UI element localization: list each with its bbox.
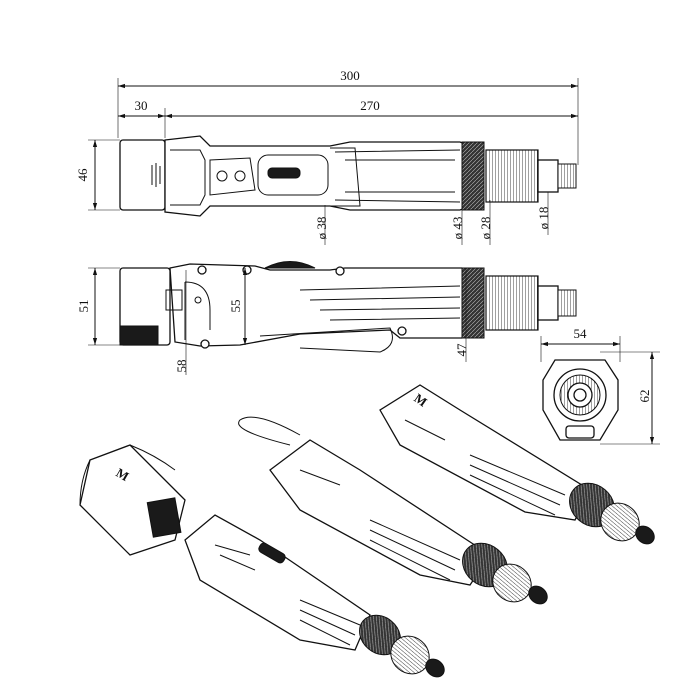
- dimension-side-height: 51: [76, 267, 120, 346]
- dimension-label-300: 300: [340, 68, 360, 83]
- perspective-battery-pack: M: [79, 444, 186, 556]
- dimension-label-dia-38: ø 38: [314, 217, 329, 240]
- dimension-label-58: 58: [174, 360, 189, 373]
- dimension-end-width: 54: [540, 326, 621, 362]
- perspective-tool-rear: M: [379, 384, 655, 545]
- dimension-label-51: 51: [76, 300, 91, 313]
- dimension-side-inner: 55 47 58: [174, 268, 469, 375]
- dimension-label-47: 47: [454, 343, 469, 357]
- top-view: 300 30 270 46: [75, 68, 579, 245]
- dimension-top-height: 46: [75, 139, 120, 211]
- tool-end-outline: [542, 359, 619, 441]
- dimension-end-height: 62: [600, 351, 660, 445]
- dimension-label-62: 62: [637, 390, 652, 403]
- dimension-label-30: 30: [135, 98, 148, 113]
- tool-side-outline: [119, 261, 577, 353]
- perspective-tool-front: [184, 514, 445, 678]
- side-view: 51 55 47 58: [76, 261, 577, 375]
- dimension-label-55: 55: [228, 300, 243, 313]
- dimension-label-dia-28: ø 28: [478, 217, 493, 240]
- dimension-label-dia-18: ø 18: [536, 207, 551, 230]
- tool-top-outline: [119, 135, 577, 217]
- dimension-label-dia-43: ø 43: [450, 217, 465, 240]
- dimension-diameters: ø 38 ø 43 ø 28 ø 18: [314, 192, 551, 245]
- end-view: 54 62: [540, 326, 660, 445]
- dimension-label-46: 46: [75, 168, 90, 182]
- dimension-label-270: 270: [360, 98, 380, 113]
- dimension-rear-front: 30 270: [118, 98, 578, 138]
- perspective-tool-cable: [238, 416, 548, 605]
- dimension-label-54: 54: [574, 326, 588, 341]
- dimension-overall-length: 300: [117, 68, 579, 165]
